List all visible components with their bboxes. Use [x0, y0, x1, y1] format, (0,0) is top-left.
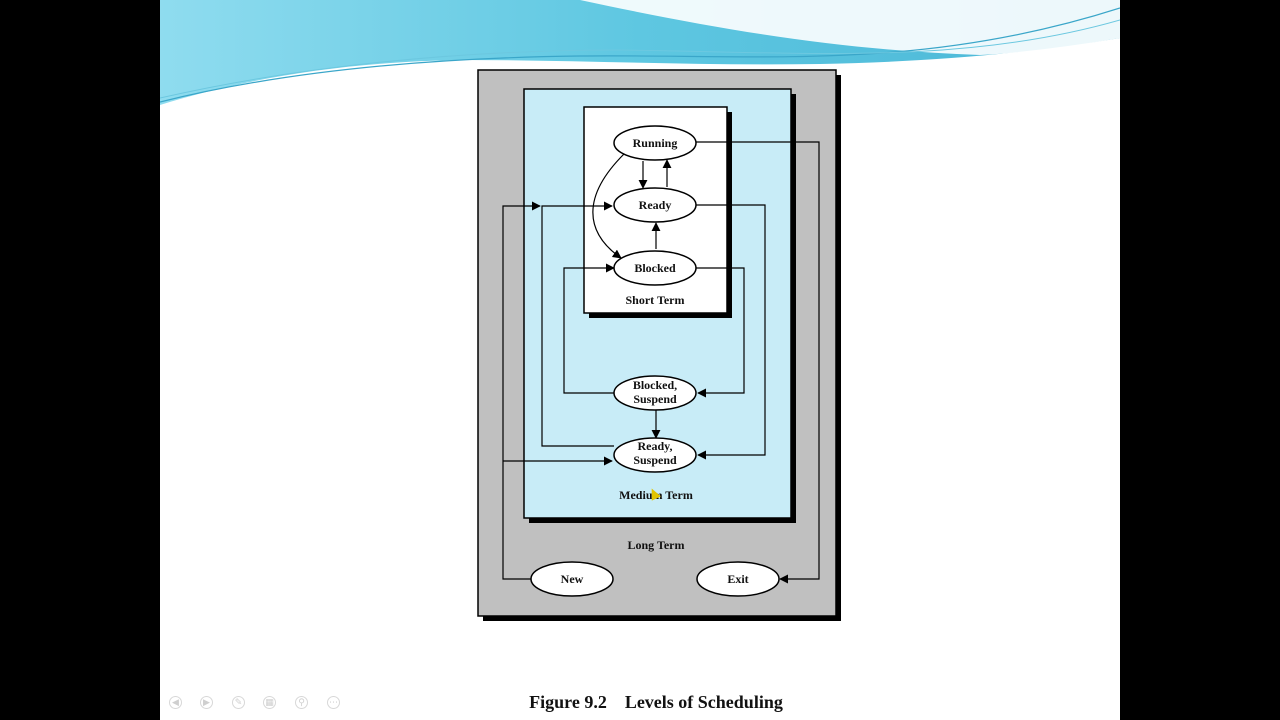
state-ready-suspend-ellipse	[613, 437, 697, 473]
state-blocked-suspend-label-1: Blocked,	[633, 378, 677, 392]
next-slide-icon[interactable]: ▶	[200, 696, 213, 709]
figure-caption: Figure 9.2 Levels of Scheduling	[529, 692, 783, 712]
zoom-icon[interactable]: ⚲	[295, 696, 308, 709]
state-running-label: Running	[633, 136, 678, 150]
state-ready-suspend: Ready, Suspend	[613, 437, 697, 473]
slide: Running Ready Blocked Blocked, Suspend R…	[160, 0, 1120, 720]
state-ready: Ready	[613, 187, 697, 223]
state-ready-suspend-label-2: Suspend	[633, 453, 677, 467]
prev-slide-icon[interactable]: ◀	[169, 696, 182, 709]
pen-icon[interactable]: ✎	[232, 696, 245, 709]
state-blocked-suspend-label-2: Suspend	[633, 392, 677, 406]
state-exit-label: Exit	[727, 572, 748, 586]
state-running: Running	[613, 125, 697, 161]
state-ready-suspend-label-1: Ready,	[637, 439, 672, 453]
header-wave	[160, 0, 1120, 105]
state-blocked-suspend-ellipse	[613, 375, 697, 411]
state-blocked-label: Blocked	[634, 261, 676, 275]
long-term-label: Long Term	[627, 538, 684, 552]
state-exit: Exit	[696, 561, 780, 597]
state-ready-label: Ready	[639, 198, 672, 212]
state-blocked: Blocked	[613, 250, 697, 286]
state-ready-ellipse	[613, 187, 697, 223]
state-new-ellipse	[530, 561, 614, 597]
state-blocked-suspend: Blocked, Suspend	[613, 375, 697, 411]
scheduling-diagram: Running Ready Blocked Blocked, Suspend R…	[160, 0, 1120, 712]
more-options-icon[interactable]: ⋯	[327, 696, 340, 709]
medium-term-label: Medium Term	[619, 488, 693, 502]
state-new: New	[530, 561, 614, 597]
state-exit-ellipse	[696, 561, 780, 597]
state-new-label: New	[561, 572, 584, 586]
state-running-ellipse	[613, 125, 697, 161]
short-term-label: Short Term	[625, 293, 684, 307]
transition-arrows	[502, 141, 820, 584]
state-blocked-ellipse	[613, 250, 697, 286]
slides-icon[interactable]: ▦	[263, 696, 276, 709]
